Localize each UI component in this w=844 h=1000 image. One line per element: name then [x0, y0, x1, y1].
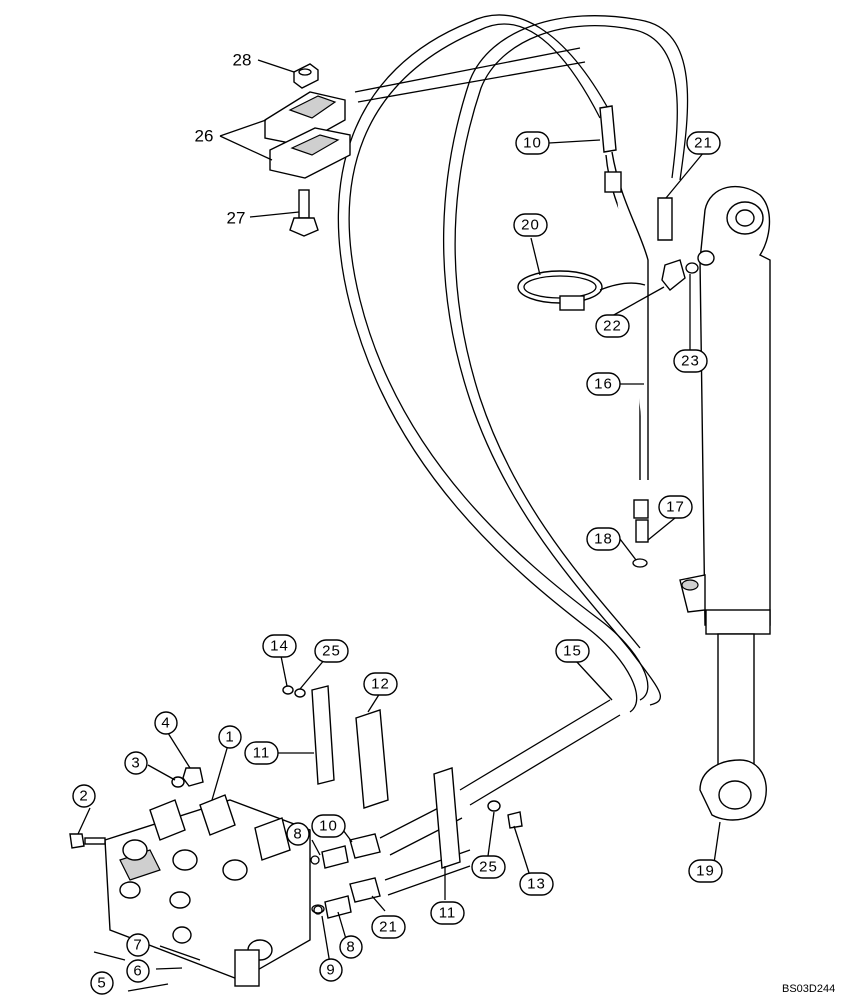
- block-12: [355, 709, 389, 809]
- callout-17: 17: [658, 495, 693, 519]
- callout-23-label: 23: [681, 353, 700, 370]
- callout-15-label: 15: [563, 643, 582, 660]
- callout-10-upper-label: 10: [523, 135, 542, 152]
- callout-3: 3: [124, 751, 148, 775]
- cylinder-fittings: [599, 105, 699, 568]
- bolt-27: [298, 189, 310, 219]
- callout-10-lower: 10: [311, 814, 346, 838]
- hose-assembly: [337, 14, 689, 896]
- callout-21-lower: 21: [371, 915, 406, 939]
- callout-19-label: 19: [696, 863, 715, 880]
- callout-12-label: 12: [371, 676, 390, 693]
- callout-25-lower: 25: [471, 855, 506, 879]
- callout-27: 27: [227, 209, 246, 228]
- callout-25-lower-label: 25: [479, 859, 498, 876]
- callout-14: 14: [262, 634, 297, 658]
- callout-16: 16: [586, 372, 621, 396]
- callout-8-lower-label: 8: [346, 939, 355, 956]
- callout-11-upper: 11: [244, 741, 279, 765]
- callout-7: 7: [126, 933, 150, 957]
- callout-19: 19: [688, 859, 723, 883]
- port-fittings: [310, 833, 381, 919]
- callout-2: 2: [72, 784, 96, 808]
- callout-11-lower: 11: [430, 901, 465, 925]
- callout-13: 13: [519, 872, 554, 896]
- callout-10-upper: 10: [515, 131, 550, 155]
- callout-26: 26: [195, 127, 214, 146]
- callout-21-lower-label: 21: [379, 919, 398, 936]
- callout-15: 15: [555, 639, 590, 663]
- callout-9: 9: [319, 958, 343, 982]
- callout-5: 5: [90, 971, 114, 995]
- callout-18: 18: [586, 527, 621, 551]
- cylinder-barrel: [699, 185, 771, 626]
- fitting-21-upper: [657, 197, 673, 241]
- callout-7-label: 7: [133, 937, 142, 954]
- clamp-blocks: [282, 685, 523, 869]
- callout-10-lower-label: 10: [319, 818, 338, 835]
- callout-22-label: 22: [603, 318, 622, 335]
- fitting-10-upper: [599, 105, 617, 153]
- callout-16-label: 16: [594, 376, 613, 393]
- hydraulic-cylinder: [679, 185, 771, 821]
- callout-1: 1: [218, 725, 242, 749]
- callout-25-upper: 25: [314, 639, 349, 663]
- callout-8-upper-label: 8: [293, 826, 302, 843]
- callout-1-label: 1: [225, 729, 234, 746]
- callout-23: 23: [673, 349, 708, 373]
- leader-lines: [77, 59, 721, 992]
- callouts: 28 26 27 10 21 20 22 23 16 17 18 14 25 1…: [72, 51, 723, 995]
- callout-12: 12: [363, 672, 398, 696]
- clamp-hardware: [264, 47, 586, 237]
- hose-clamp-20: [517, 270, 646, 311]
- callout-13-label: 13: [527, 876, 546, 893]
- drawing-id: BS03D244: [782, 983, 835, 995]
- callout-4-label: 4: [161, 715, 170, 732]
- callout-11-lower-label: 11: [439, 905, 457, 922]
- cylinder-rod: [717, 633, 755, 785]
- callout-8-lower: 8: [339, 935, 363, 959]
- callout-22: 22: [595, 314, 630, 338]
- block-11-upper: [311, 685, 335, 785]
- control-valve: [69, 767, 311, 987]
- nut-28: [293, 63, 319, 89]
- callout-21-upper: 21: [686, 131, 721, 155]
- callout-17-label: 17: [666, 499, 685, 516]
- callout-28: 28: [233, 51, 252, 70]
- callout-5-label: 5: [97, 975, 106, 992]
- callout-3-label: 3: [131, 755, 140, 772]
- callout-6: 6: [126, 959, 150, 983]
- block-11-lower: [433, 767, 461, 869]
- callout-18-label: 18: [594, 531, 613, 548]
- callout-11-upper-label: 11: [253, 745, 271, 762]
- callout-14-label: 14: [270, 638, 289, 655]
- callout-8-upper: 8: [286, 822, 310, 846]
- callout-25-upper-label: 25: [322, 643, 341, 660]
- callout-4: 4: [154, 711, 178, 735]
- elbow-22: [661, 259, 686, 291]
- callout-20-label: 20: [521, 217, 540, 234]
- callout-21-upper-label: 21: [694, 135, 713, 152]
- oring-23: [685, 262, 699, 274]
- callout-6-label: 6: [133, 963, 142, 980]
- callout-2-label: 2: [79, 788, 88, 805]
- callout-9-label: 9: [326, 962, 335, 979]
- callout-20: 20: [513, 213, 548, 237]
